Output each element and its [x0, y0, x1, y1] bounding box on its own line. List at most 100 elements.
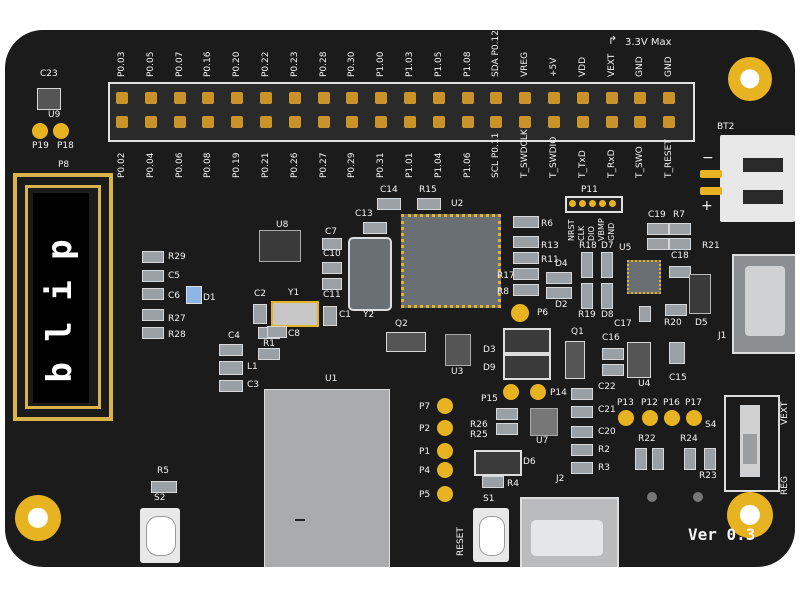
- header-pin: [490, 116, 503, 128]
- r8-part: [513, 284, 539, 296]
- r18-label: R18: [579, 241, 597, 251]
- r4-part: [482, 476, 504, 488]
- header-pin: [663, 92, 676, 104]
- u8-chip: [259, 230, 301, 262]
- c3-part: [219, 380, 243, 392]
- c23-label: C23: [40, 69, 58, 79]
- y2-label: Y2: [363, 310, 375, 320]
- header-top-label: GND: [635, 56, 646, 77]
- p14-label: P14: [550, 388, 567, 398]
- d9-diode: [503, 354, 551, 380]
- u3-label: U3: [451, 367, 464, 377]
- header-pin: [432, 116, 445, 128]
- header-top-label: SDA P0.12: [491, 30, 502, 77]
- header-pin: [461, 116, 474, 128]
- p11-pin: [579, 200, 586, 207]
- u1-marker: [295, 519, 305, 521]
- p2-label: P2: [419, 424, 431, 434]
- u8-label: U8: [276, 220, 289, 230]
- j1-label: J1: [718, 331, 727, 341]
- header-top-label: P0.23: [289, 51, 300, 77]
- c10-part: [322, 262, 342, 274]
- c11-part: [322, 278, 342, 290]
- r7-part: [669, 223, 691, 235]
- p18-label: P18: [57, 141, 74, 151]
- j2-label: J2: [556, 474, 565, 484]
- p11-pin: [569, 200, 576, 207]
- c17-label: C17: [614, 319, 632, 329]
- u1-label: U1: [325, 374, 338, 384]
- header-top-label: VDD: [577, 56, 588, 77]
- d3-diode: [503, 328, 551, 354]
- header-bottom-label: P0.08: [203, 152, 214, 178]
- c21-part: [571, 406, 593, 418]
- c17-part: [639, 306, 651, 322]
- r17-label: R17: [497, 271, 515, 281]
- c18-label: C18: [671, 251, 689, 261]
- d7-label: D7: [601, 241, 614, 251]
- c22-part: [571, 388, 593, 400]
- c2-part: [253, 304, 267, 324]
- bt2-pad-2: [700, 187, 722, 195]
- header-pin: [260, 116, 272, 128]
- header-bottom-label: T_RxD: [606, 149, 617, 178]
- c6-part: [142, 288, 164, 300]
- header-pin: [231, 116, 244, 128]
- q1-part: [565, 341, 585, 379]
- p11-pin-label: NRST: [567, 219, 576, 241]
- r7b-part: [669, 238, 691, 250]
- r19-label: R19: [578, 310, 596, 320]
- l1-part: [219, 361, 243, 375]
- header-pin: [605, 116, 618, 128]
- r23-part: [704, 448, 716, 470]
- d2-label: D2: [555, 300, 568, 310]
- header-pin: [634, 92, 647, 104]
- p13-pad: [618, 410, 634, 426]
- r3-part: [571, 462, 593, 474]
- d8-label: D8: [601, 310, 614, 320]
- bt2-connector: [720, 135, 795, 222]
- header-pin: [317, 92, 330, 104]
- r22b-part: [652, 448, 664, 470]
- header-bottom-label: SCL P0.11: [491, 132, 502, 178]
- q2-part: [386, 332, 426, 352]
- r15-label: R15: [419, 185, 437, 195]
- r20-part: [665, 304, 687, 316]
- header-bottom-label: P0.02: [117, 152, 127, 178]
- p15-pad: [503, 384, 519, 400]
- r6-label: R6: [541, 219, 553, 229]
- header-top-label: P0.30: [347, 51, 358, 77]
- c8-label: C8: [288, 329, 301, 339]
- r11-label: R11: [541, 255, 559, 265]
- r27-part: [142, 309, 164, 321]
- header-top-label: P0.20: [232, 51, 243, 77]
- u5-label: U5: [619, 243, 632, 253]
- header-pin: [317, 116, 330, 128]
- bt2-slot-bottom: [743, 190, 783, 204]
- c4-label: C4: [228, 331, 241, 341]
- header-pin: [375, 116, 388, 128]
- p11-pin-label: DIO: [587, 226, 596, 241]
- c15-part: [669, 342, 685, 364]
- p19-label: P19: [32, 141, 49, 151]
- c20-part: [571, 426, 593, 438]
- p4-pad: [437, 462, 453, 478]
- r28-label: R28: [168, 330, 186, 340]
- y1-label: Y1: [288, 288, 300, 298]
- header-pin: [548, 116, 560, 128]
- header-bottom-label: T_SWDIO: [549, 136, 559, 178]
- s4-reg-label: REG: [780, 476, 790, 495]
- header-bottom-label: P0.04: [145, 152, 156, 178]
- s4-switch-knob: [743, 434, 757, 464]
- p1-label: P1: [419, 447, 431, 457]
- r2-part: [571, 444, 593, 456]
- c16-label: C16: [602, 333, 620, 343]
- d9-label: D9: [483, 363, 496, 373]
- r15-part: [417, 198, 441, 210]
- header-bottom-label: P1.06: [462, 152, 473, 178]
- header-pin: [346, 92, 359, 104]
- c19-label: C19: [648, 210, 666, 220]
- c14-part: [377, 198, 401, 210]
- c1-label: C1: [339, 310, 352, 320]
